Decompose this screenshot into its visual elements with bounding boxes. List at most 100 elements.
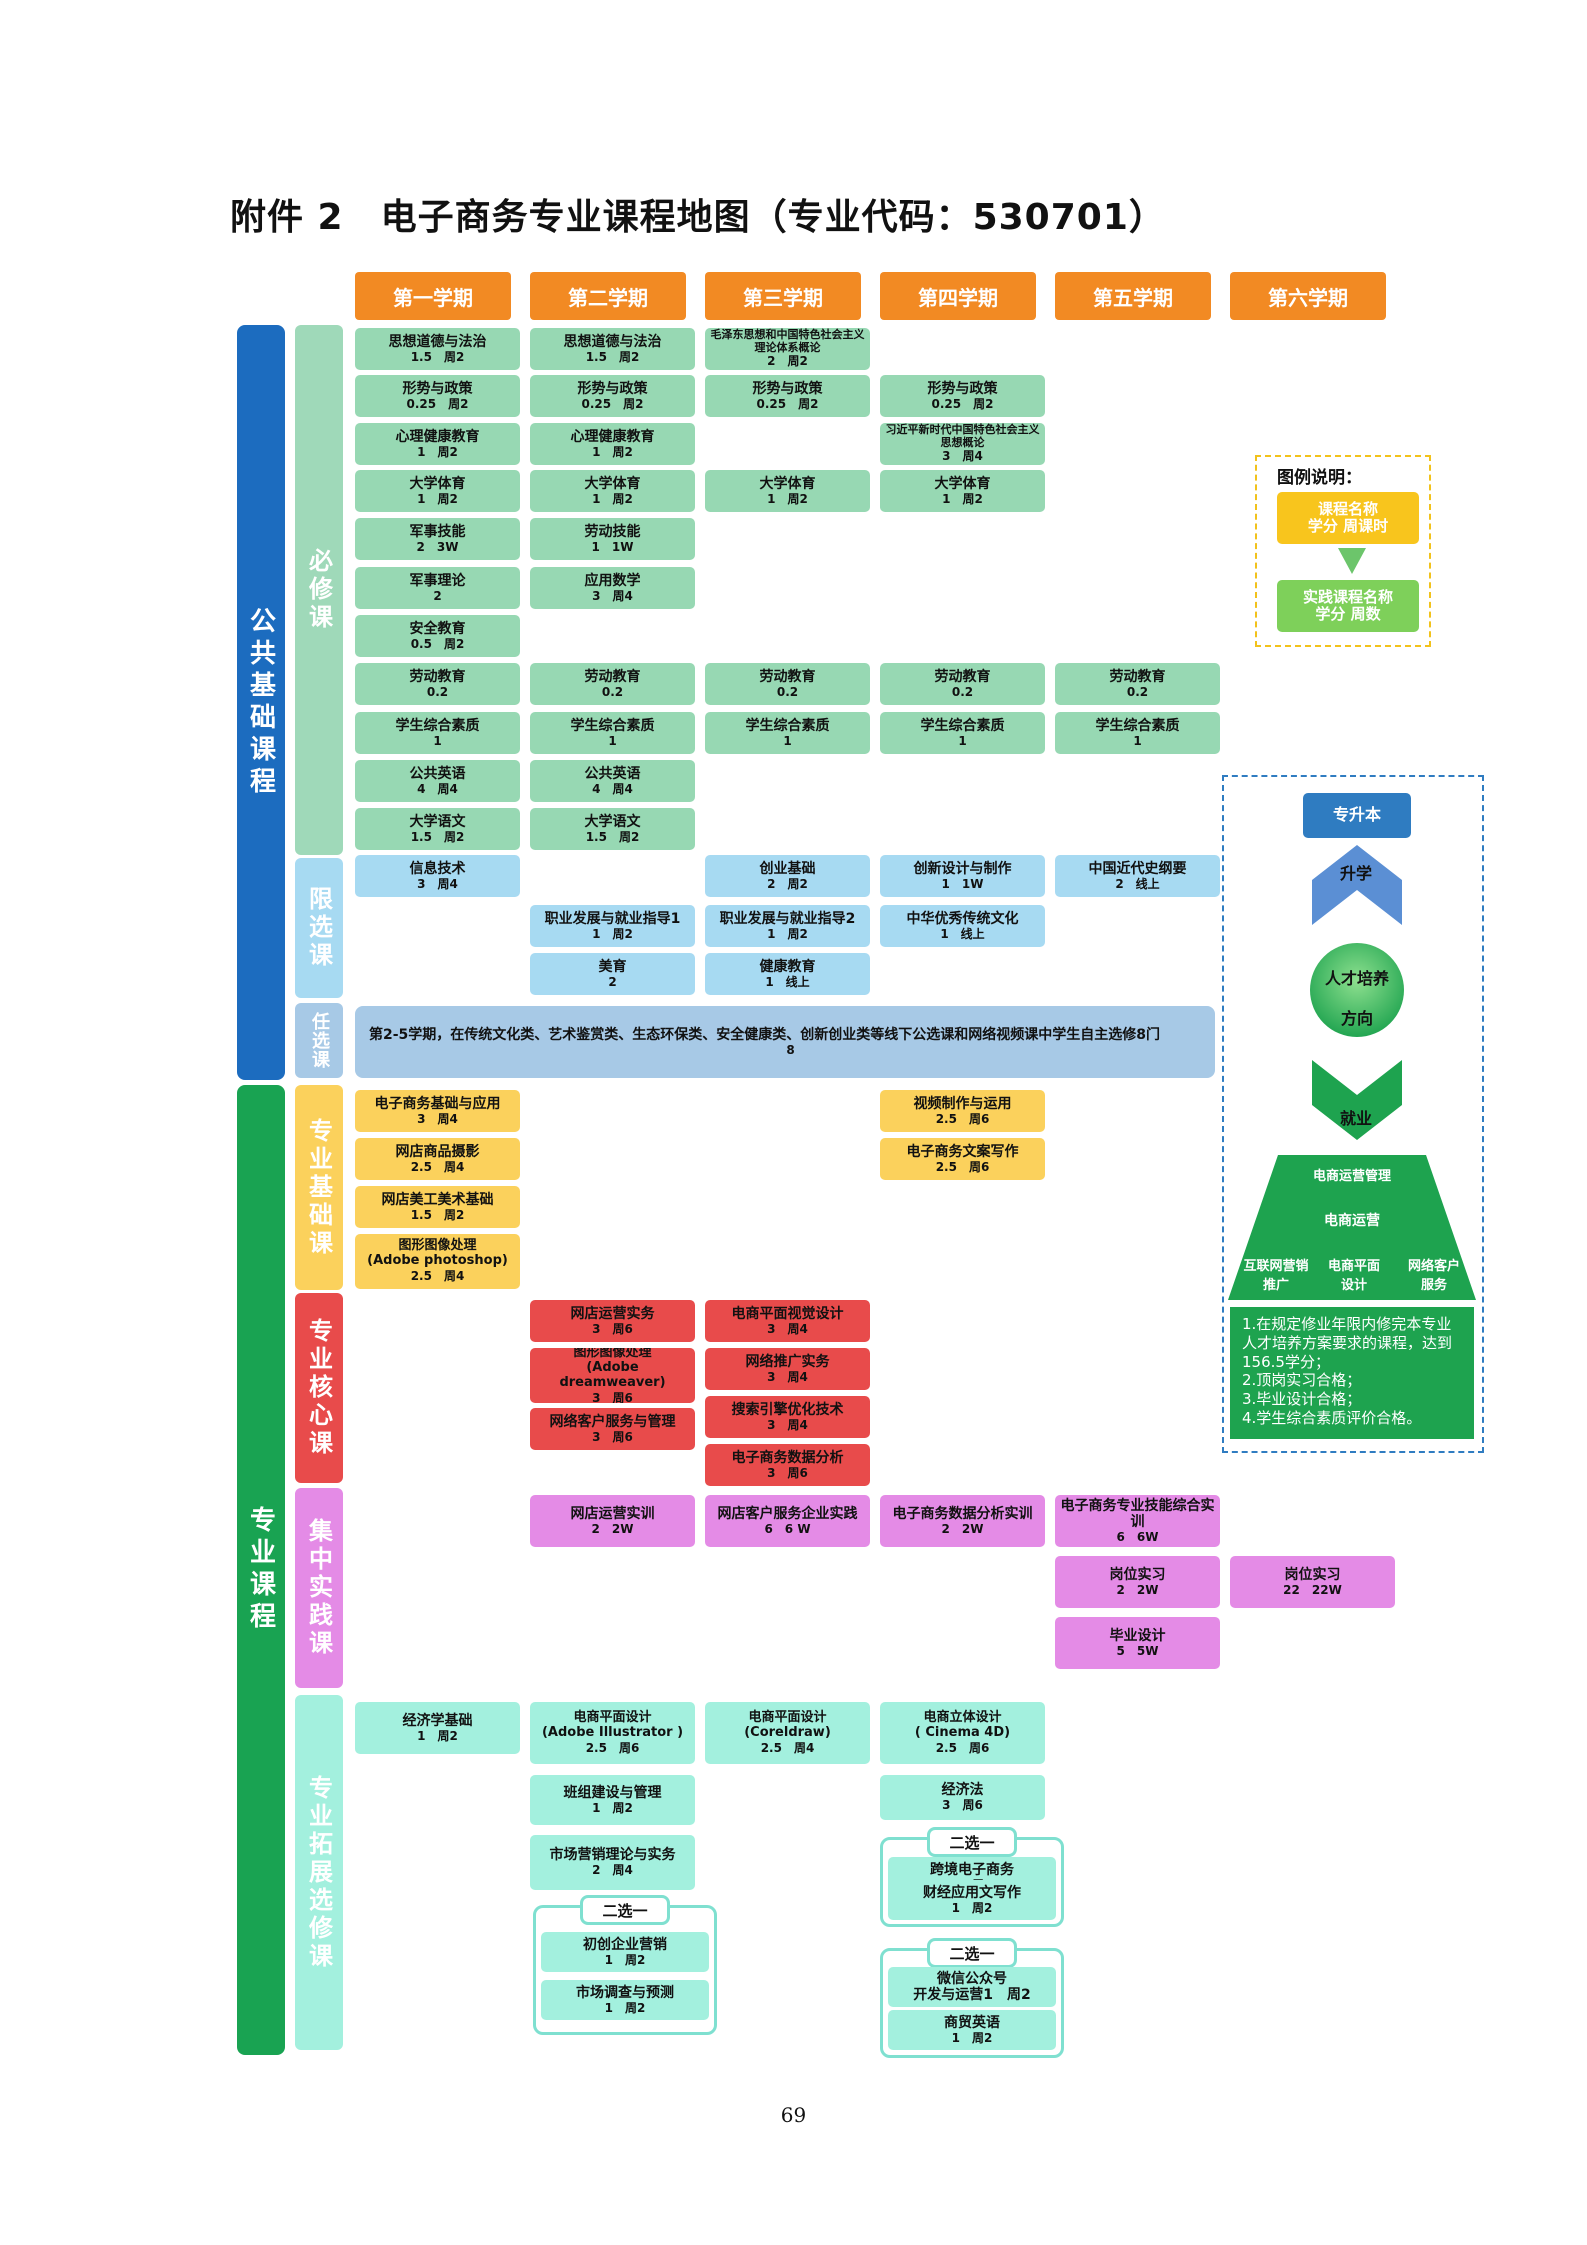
employment-chevron [1312, 1060, 1402, 1140]
course-credit: 1.5 周2 [410, 829, 465, 844]
course-name: 劳动教育 [409, 668, 466, 685]
course-credit: 3 周6 [592, 1321, 633, 1336]
course-credit: 1 [608, 733, 617, 748]
course-credit: 4 周4 [417, 781, 458, 796]
course-name: 公共英语 [409, 765, 466, 782]
course-name: 市场调查与预测 [576, 1984, 674, 2001]
requirement-item: 2.顶岗实习合格； [1242, 1371, 1362, 1390]
subband-extension: 专业拓展选修课 [295, 1695, 343, 2050]
course-name: 劳动教育 [584, 668, 641, 685]
course-credit: 1.5 周2 [585, 349, 640, 364]
course-credit: 3 周4 [767, 1321, 808, 1336]
course-credit: 1 周2 [951, 1900, 993, 1915]
course-name: 信息技术 [409, 860, 466, 877]
course-name: 毕业设计 [1109, 1627, 1166, 1644]
course-name: 图形图像处理 (Adobe dreamweaver) [559, 1348, 666, 1390]
course-name: 电子商务数据分析实训 [892, 1505, 1033, 1522]
course-name: 形势与政策 [752, 380, 823, 397]
course-name: 安全教育 [409, 620, 466, 637]
legend-frame [1255, 455, 1431, 647]
course-credit: 2.5 周6 [935, 1111, 990, 1126]
course-name: 中国近代史纲要 [1088, 860, 1187, 877]
course-credit: 0.25 周2 [406, 396, 469, 411]
semester-header: 第二学期 [530, 272, 686, 320]
course-credit: 2 2W [591, 1521, 634, 1536]
course-credit: 2.5 周4 [410, 1159, 465, 1174]
course-credit: 1.5 周2 [410, 349, 465, 364]
course-name: 美育 [598, 958, 627, 975]
course-credit: 0.25 周2 [931, 396, 994, 411]
employment-arrow-icon [1312, 1060, 1402, 1140]
course-credit: 2.5 周6 [585, 1740, 640, 1755]
graduation-requirements: 1.在规定修业年限内修完本专业人才培养方案要求的课程，达到156.5学分；2.顶… [1228, 1305, 1476, 1441]
course-name: 图形图像处理 (Adobe photoshop) [367, 1238, 508, 1269]
course-credit: 1 周2 [942, 491, 983, 506]
course-box: 电商平面设计 (Coreldraw)2.5 周4 [705, 1702, 870, 1764]
course-name: 电商立体设计 ( Cinema 4D) [914, 1709, 1011, 1740]
employment-arrow-label: 就业 [1340, 1109, 1373, 1128]
course-credit: 1 周2 [951, 2030, 993, 2045]
upgrade-arrow-icon [1312, 845, 1402, 925]
semester-header: 第一学期 [355, 272, 511, 320]
course-name: 职业发展与就业指导1 [544, 910, 681, 927]
course-credit: 2 线上 [1115, 876, 1160, 891]
course-name: 毛泽东思想和中国特色社会主义理论体系概论 [710, 328, 865, 354]
course-credit: 1 周2 [417, 444, 458, 459]
course-name: 大学体育 [409, 475, 466, 492]
course-credit: 2 [608, 974, 617, 989]
circle-text-bottom: 方向 [1340, 1009, 1373, 1028]
course-credit: 2 周4 [592, 1863, 633, 1878]
course-name: 学生综合素质 [745, 717, 830, 734]
course-name: 劳动教育 [1109, 668, 1166, 685]
course-credit: 2.5 周4 [410, 1269, 465, 1284]
course-credit: 0.5 周2 [410, 636, 465, 651]
course-name: 初创企业营销 [583, 1936, 667, 1953]
course-name: 视频制作与运用 [913, 1095, 1012, 1112]
semester-header: 第四学期 [880, 272, 1036, 320]
course-credit: 0.25 周2 [581, 396, 644, 411]
course-name: 微信公众号 开发与运营1 周2 [913, 1970, 1031, 2003]
course-credit: 1 周2 [592, 444, 633, 459]
course-credit: 3 周6 [592, 1429, 633, 1444]
trap-center-label: 电商平面 设计 [1327, 1259, 1380, 1293]
page-title: 附件 2 电子商务专业课程地图（专业代码：530701） [230, 197, 1166, 238]
requirement-item: 3.毕业设计合格； [1242, 1390, 1362, 1408]
training-direction-circle [1310, 943, 1404, 1037]
course-credit: 8 [786, 1042, 795, 1057]
course-credit: 1 周2 [604, 1952, 646, 1967]
course-name: 军事理论 [409, 572, 466, 589]
course-credit: 1 周2 [417, 491, 458, 506]
course-credit: 1 [1133, 733, 1142, 748]
semester-header: 第五学期 [1055, 272, 1211, 320]
requirement-item: 4.学生综合素质评价合格。 [1242, 1408, 1422, 1427]
course-credit: 2.5 周4 [760, 1740, 815, 1755]
upgrade-chevron [1312, 845, 1402, 925]
employment-trapezoid [1228, 1155, 1476, 1300]
